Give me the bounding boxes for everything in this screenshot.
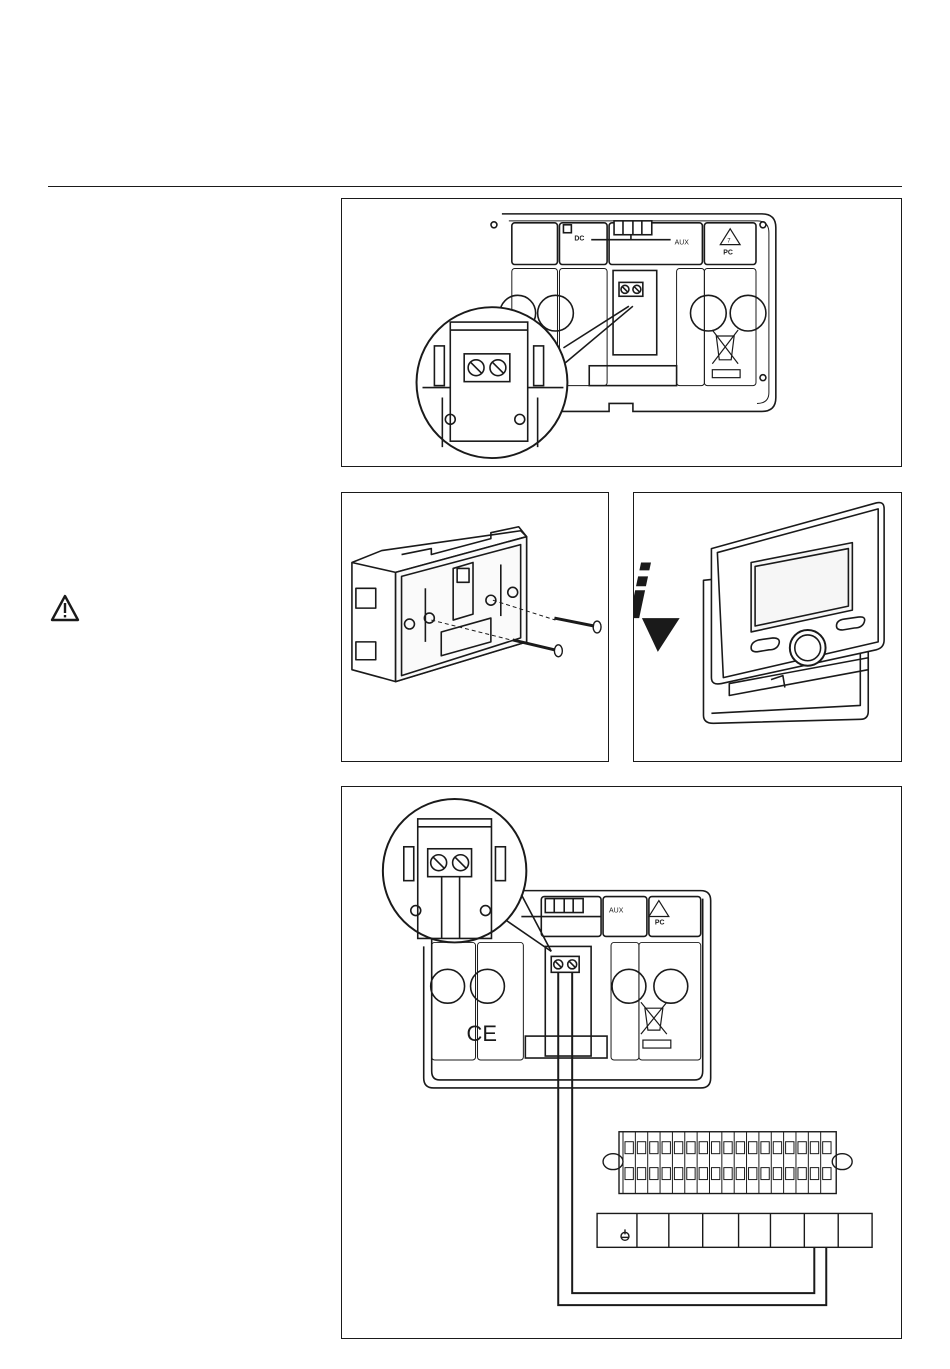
warning-icon <box>50 594 80 622</box>
control-unit-illustration <box>634 493 901 761</box>
recycle-number: 7 <box>727 239 730 245</box>
figure-wall-mounting-screws <box>341 492 609 762</box>
down-arrow-icon <box>634 562 680 651</box>
dc-label: DC <box>574 236 584 243</box>
recycle-code: PC <box>655 920 665 927</box>
aux-label: AUX <box>675 240 690 247</box>
backplate-illustration: DC AUX 7 PC <box>342 199 901 466</box>
ce-mark: CE <box>467 1021 497 1046</box>
wiring-illustration: CE AUX PC <box>342 787 901 1338</box>
figure-attach-control-unit <box>633 492 902 762</box>
header-rule <box>48 186 902 187</box>
figure-backplate-terminal: DC AUX 7 PC <box>341 198 902 467</box>
mounting-illustration <box>342 493 608 761</box>
aux-label: AUX <box>609 908 624 915</box>
figure-wiring-diagram: CE AUX PC <box>341 786 902 1339</box>
recycle-code: PC <box>723 250 733 257</box>
